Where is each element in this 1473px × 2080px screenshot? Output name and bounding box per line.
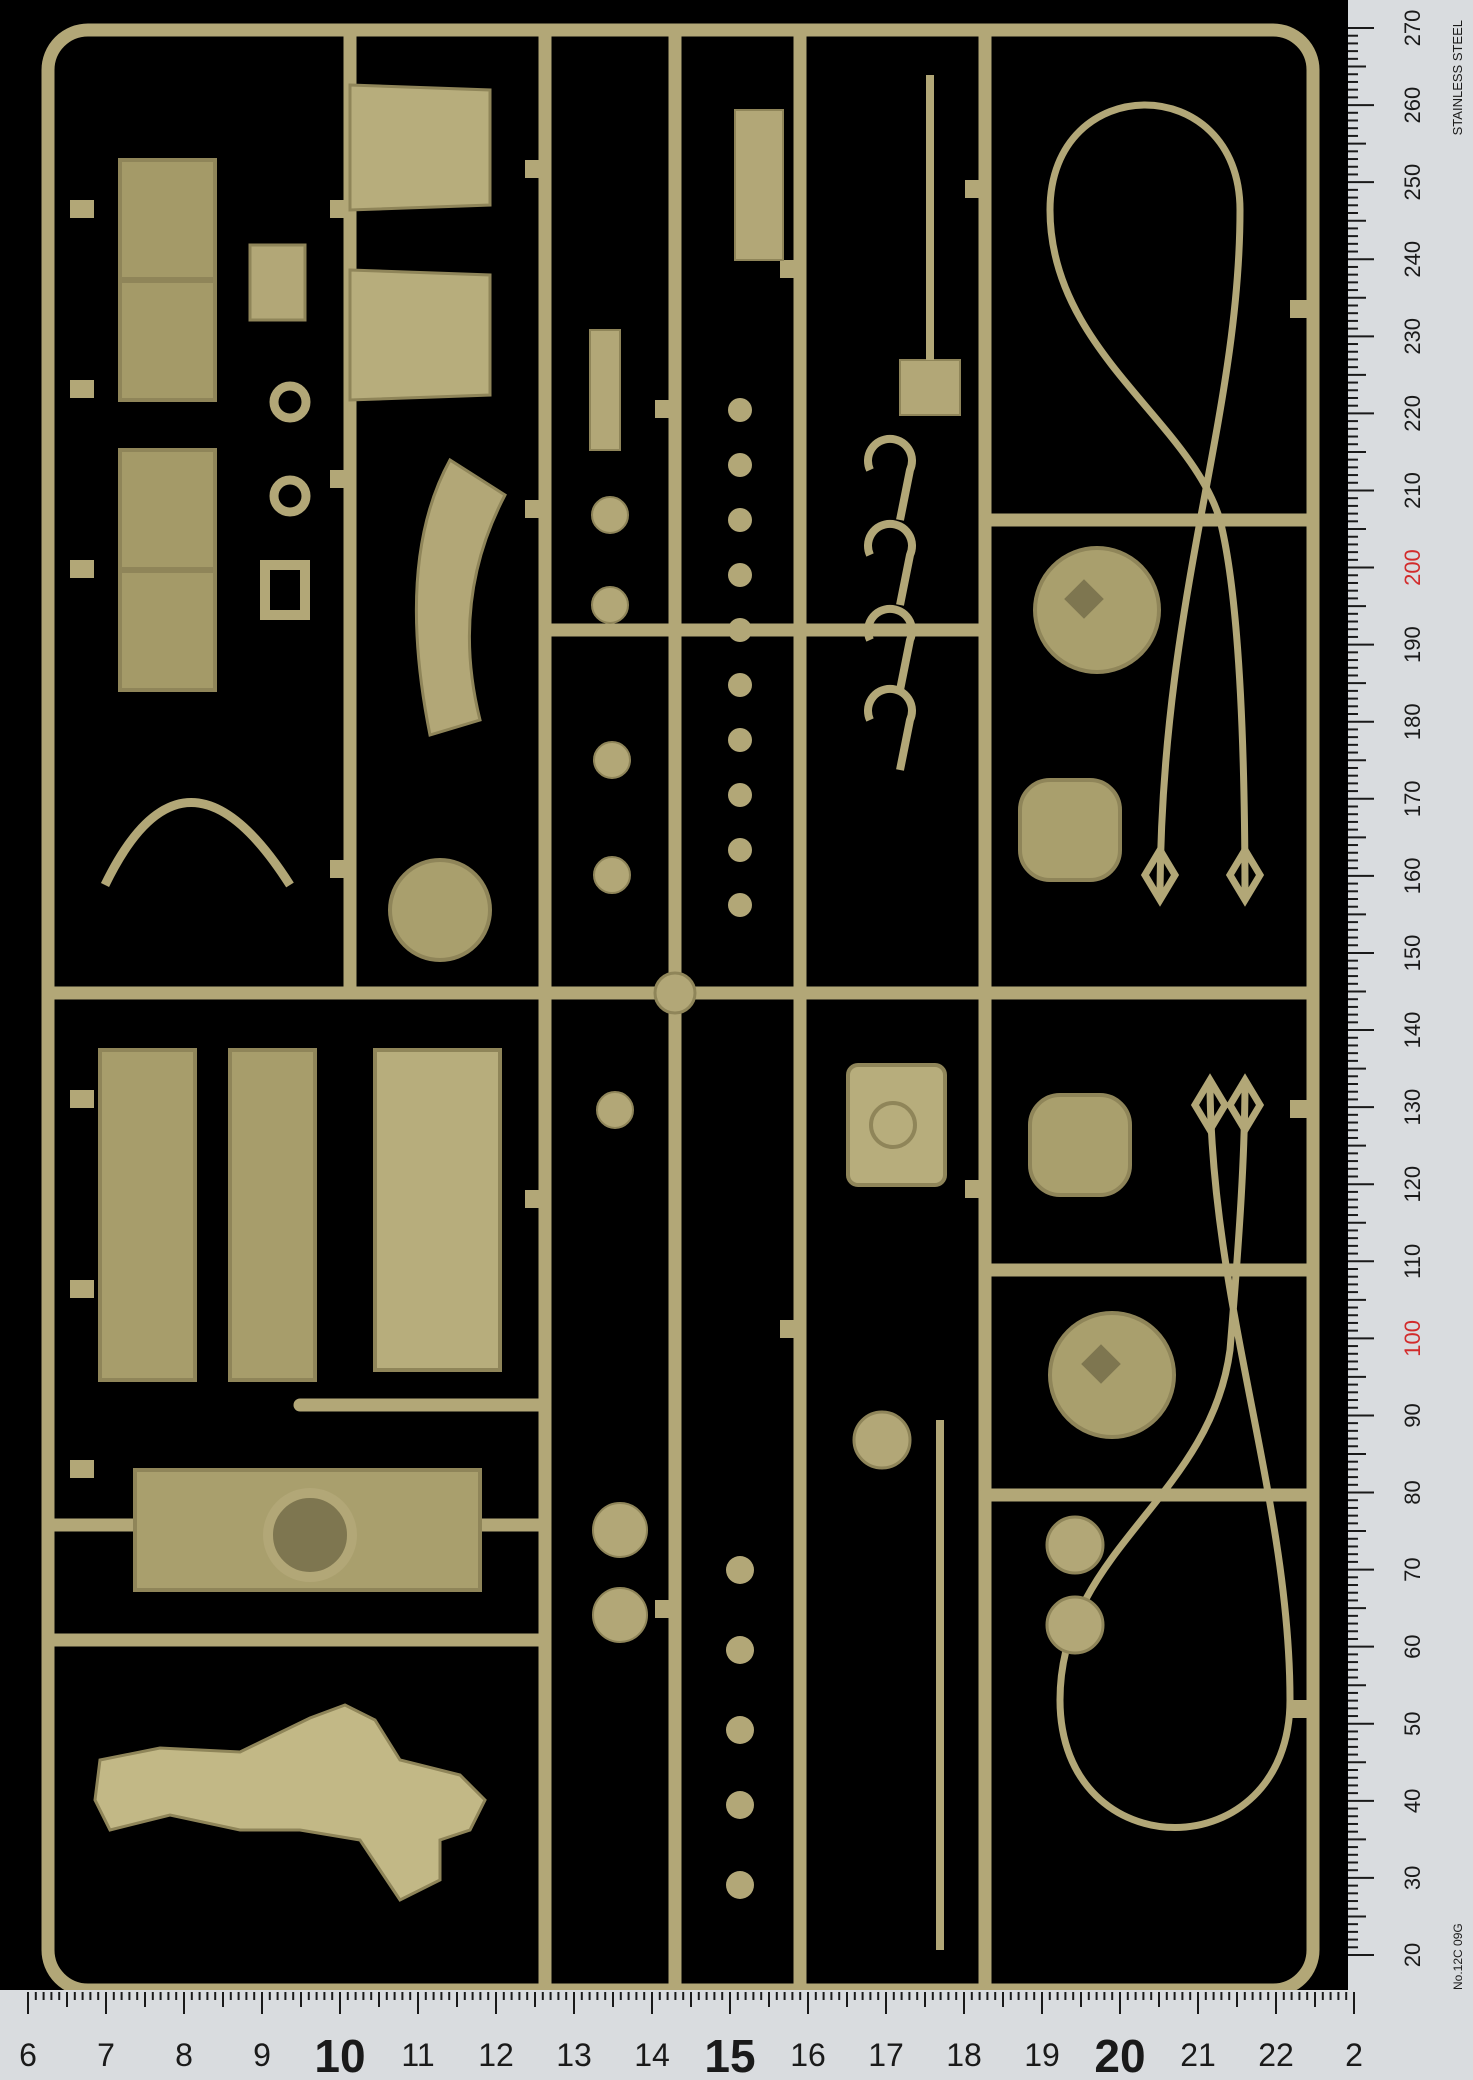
horizontal-ruler-label: 7 xyxy=(97,2037,115,2073)
fender-boxes-upper xyxy=(118,158,311,692)
vertical-ruler-label: 200 xyxy=(1400,549,1425,586)
vertical-ruler-label: 90 xyxy=(1400,1403,1425,1427)
lower-left-boxes xyxy=(98,1048,502,1592)
horizontal-ruler-label: 22 xyxy=(1258,2037,1294,2073)
vertical-ruler-label: 40 xyxy=(1400,1789,1425,1813)
mudguard-plates xyxy=(348,83,507,962)
ruler-brand-text: STAINLESS STEEL xyxy=(1450,20,1465,135)
round-cap-part xyxy=(852,1410,912,1470)
tow-cable-lower xyxy=(1056,1079,1294,1831)
vertical-ruler-label: 30 xyxy=(1400,1866,1425,1890)
horizontal-ruler-label: 6 xyxy=(19,2037,37,2073)
horizontal-ruler-label: 12 xyxy=(478,2037,514,2073)
horizontal-ruler-label: 19 xyxy=(1024,2037,1060,2073)
ruler-maker-text: No.12C 09G xyxy=(1451,1923,1465,1990)
horizontal-ruler-label: 15 xyxy=(704,2030,755,2080)
horizontal-ruler-label: 2 xyxy=(1345,2037,1363,2073)
horizontal-ruler-label: 8 xyxy=(175,2037,193,2073)
vertical-ruler-label: 190 xyxy=(1400,626,1425,663)
round-hatches xyxy=(1033,546,1176,1439)
vertical-ruler-label: 150 xyxy=(1400,935,1425,972)
tow-cable-upper xyxy=(1046,101,1249,901)
figure-crewman xyxy=(93,1703,487,1902)
vertical-ruler-label: 220 xyxy=(1400,395,1425,432)
horizontal-ruler-ticks xyxy=(27,1992,1355,2014)
horizontal-ruler-label: 14 xyxy=(634,2037,670,2073)
horizontal-ruler-label: 18 xyxy=(946,2037,982,2073)
vertical-ruler-label: 110 xyxy=(1400,1244,1425,1279)
horizontal-ruler-label: 13 xyxy=(556,2037,592,2073)
hatch-plate xyxy=(846,1063,947,1187)
horizontal-ruler-label: 9 xyxy=(253,2037,271,2073)
vertical-ruler-label: 240 xyxy=(1400,241,1425,278)
vertical-ruler-ticks xyxy=(1348,27,1374,1956)
vertical-ruler: STAINLESS STEEL No.12C 09G 2702602502402… xyxy=(1348,0,1473,2000)
vertical-ruler-label: 60 xyxy=(1400,1634,1425,1658)
vertical-ruler-label: 180 xyxy=(1400,703,1425,740)
vertical-ruler-label: 100 xyxy=(1400,1320,1425,1357)
vertical-ruler-label: 160 xyxy=(1400,858,1425,895)
vertical-ruler-labels: 270 260 250 240 230 220 210 200 190 180 170 160 150 1… xyxy=(1400,10,1425,1968)
horizontal-ruler-label: 10 xyxy=(314,2030,365,2080)
shovel-part xyxy=(899,359,961,416)
vertical-ruler-label: 140 xyxy=(1400,1012,1425,1049)
vertical-ruler-body xyxy=(1348,0,1473,2000)
vertical-ruler-label: 210 xyxy=(1400,472,1425,509)
vertical-ruler-label: 80 xyxy=(1400,1480,1425,1504)
horizontal-ruler-label: 11 xyxy=(401,2037,434,2073)
vertical-ruler-label: 270 xyxy=(1400,10,1425,47)
vertical-ruler-label: 170 xyxy=(1400,780,1425,817)
vertical-ruler-label: 230 xyxy=(1400,318,1425,355)
sprue-center-tag xyxy=(653,971,697,1015)
half-cylinder-parts xyxy=(1018,778,1132,1197)
clamp-parts xyxy=(864,434,916,771)
vertical-ruler-label: 260 xyxy=(1400,87,1425,124)
curved-wire-arc-part xyxy=(100,798,294,888)
vertical-ruler-label: 50 xyxy=(1400,1712,1425,1736)
vertical-ruler-label: 130 xyxy=(1400,1089,1425,1126)
vertical-ruler-label: 20 xyxy=(1400,1943,1425,1967)
hatch-handle xyxy=(869,1101,917,1149)
vertical-ruler-label: 120 xyxy=(1400,1166,1425,1203)
horizontal-ruler-label: 20 xyxy=(1094,2030,1145,2080)
eyelet-column xyxy=(726,398,754,1899)
horizontal-ruler-label: 16 xyxy=(790,2037,826,2073)
horizontal-ruler-body xyxy=(0,1990,1473,2080)
cable-loops xyxy=(1140,843,1265,1137)
sprue-gates xyxy=(70,160,1314,1718)
vertical-ruler-label: 250 xyxy=(1400,164,1425,201)
horizontal-ruler-label: 17 xyxy=(868,2037,904,2073)
small-parts-column xyxy=(589,109,784,1643)
disc-parts xyxy=(1045,1515,1105,1655)
horizontal-ruler-label: 21 xyxy=(1180,2037,1216,2073)
vertical-ruler-label: 70 xyxy=(1400,1557,1425,1581)
